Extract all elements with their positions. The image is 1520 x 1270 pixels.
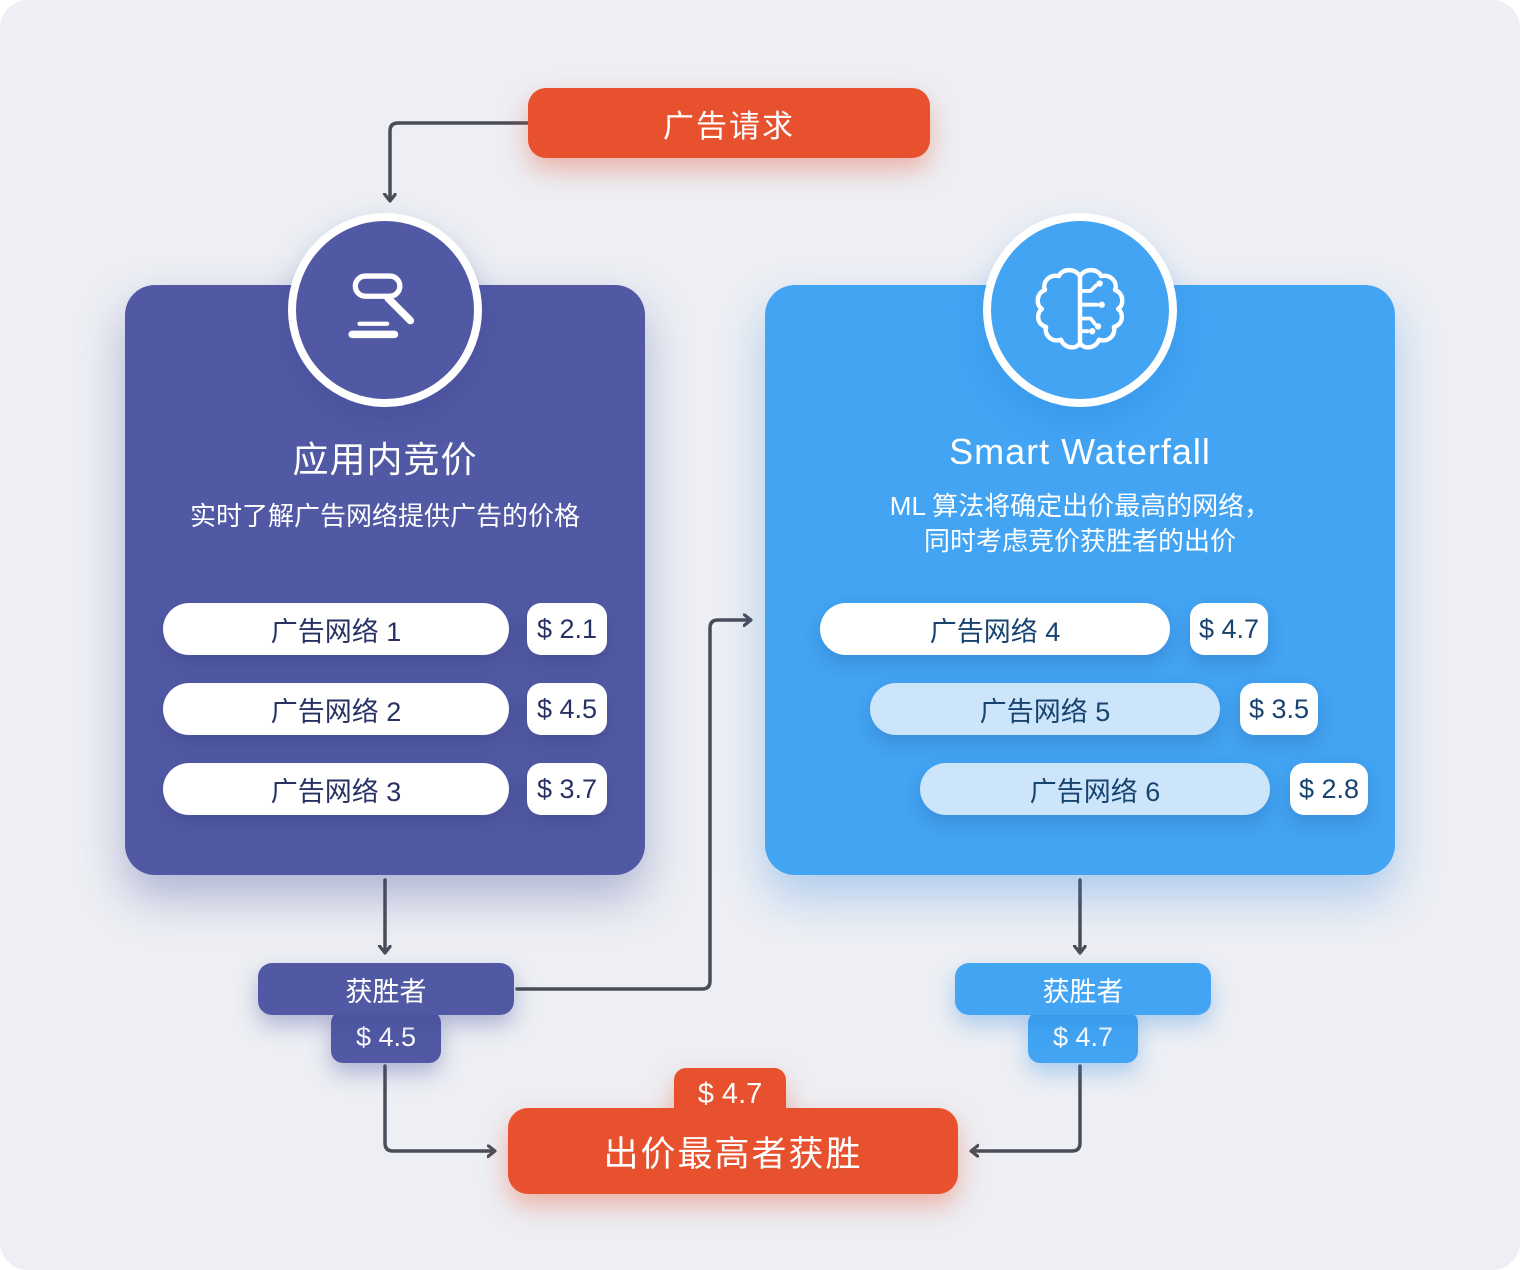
- network-price-chip: $ 2.8: [1290, 763, 1368, 815]
- in-app-bidding-panel: 应用内竞价 实时了解广告网络提供广告的价格 广告网络 1 $ 2.1 广告网络 …: [125, 213, 645, 875]
- right-panel-title: Smart Waterfall: [949, 431, 1211, 472]
- network-price-chip: $ 3.7: [527, 763, 607, 815]
- right-panel-subtitle-line2: 同时考虑竞价获胜者的出价: [923, 526, 1236, 557]
- network-price-chip: $ 2.1: [527, 603, 607, 655]
- arrow-right-winner-to-result: [972, 1064, 1082, 1151]
- right-panel-subtitle-line1: ML 算法将确定出价最高的网络，: [889, 491, 1271, 521]
- right-panel-subtitle: ML 算法将确定出价最高的网络， 同时考虑竞价获胜者的出价: [800, 489, 1360, 559]
- left-winner-pill: 获胜者: [258, 963, 514, 1015]
- arrow-request-to-bidding: [390, 121, 530, 200]
- right-winner-pill: 获胜者: [955, 963, 1211, 1015]
- ad-request-pill: 广告请求: [528, 88, 930, 158]
- left-winner-price-badge: $ 4.5: [331, 1011, 441, 1063]
- network-name-pill: 广告网络 4: [820, 603, 1170, 655]
- left-network-list: 广告网络 1 $ 2.1 广告网络 2 $ 4.5 广告网络 3 $ 3.7: [125, 603, 645, 815]
- network-name-pill: 广告网络 5: [870, 683, 1220, 735]
- network-price-chip: $ 3.5: [1240, 683, 1318, 735]
- ml-icon-circle: [983, 213, 1177, 407]
- left-panel-subtitle: 实时了解广告网络提供广告的价格: [189, 501, 580, 531]
- brain-circuit-icon: [1035, 267, 1125, 350]
- network-price-chip: $ 4.5: [527, 683, 607, 735]
- network-row: 广告网络 3 $ 3.7: [163, 763, 607, 815]
- left-panel-title: 应用内竞价: [292, 439, 478, 480]
- network-name-pill: 广告网络 6: [920, 763, 1270, 815]
- arrow-left-winner-to-result: [383, 1064, 494, 1151]
- network-row: 广告网络 2 $ 4.5: [163, 683, 607, 735]
- smart-waterfall-panel: Smart Waterfall ML 算法将确定出价最高的网络， 同时考虑竞价获…: [765, 213, 1395, 875]
- network-row: 广告网络 1 $ 2.1: [163, 603, 607, 655]
- right-winner-price-badge: $ 4.7: [1028, 1011, 1138, 1063]
- network-row: 广告网络 6 $ 2.8: [920, 763, 1395, 815]
- result-pill: 出价最高者获胜: [508, 1108, 958, 1194]
- auction-icon-circle: [288, 213, 482, 407]
- network-name-pill: 广告网络 2: [163, 683, 509, 735]
- network-row: 广告网络 5 $ 3.5: [870, 683, 1395, 735]
- network-row: 广告网络 4 $ 4.7: [820, 603, 1395, 655]
- right-network-list: 广告网络 4 $ 4.7 广告网络 5 $ 3.5 广告网络 6 $ 2.8: [765, 603, 1395, 815]
- network-name-pill: 广告网络 1: [163, 603, 509, 655]
- network-price-chip: $ 4.7: [1190, 603, 1268, 655]
- gavel-icon: [348, 273, 415, 339]
- network-name-pill: 广告网络 3: [163, 763, 509, 815]
